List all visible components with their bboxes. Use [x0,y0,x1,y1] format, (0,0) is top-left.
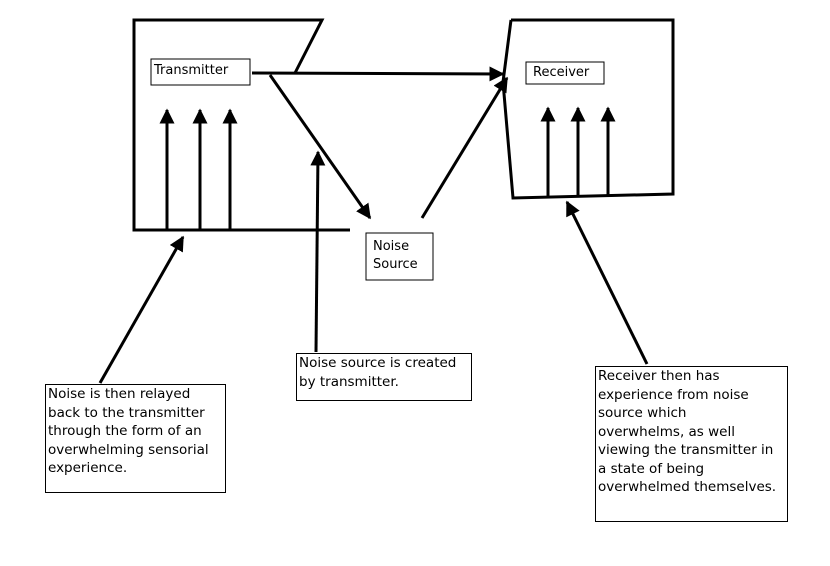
receiver-label: Receiver [533,65,590,80]
created-note-arrow [310,150,326,353]
transmitter-label: Transmitter [154,63,229,78]
receiver-note: Receiver then has experience from noise … [595,366,788,522]
transmitter-to-noise-arrow [268,74,372,220]
transmitter-label-box [150,58,251,86]
noise-source-label: Noise Source [373,239,418,272]
relay-note: Noise is then relayed back to the transm… [45,384,226,493]
transmitter-to-receiver-arrow [251,66,505,82]
transmitter-frame [132,18,350,232]
relay-note-arrow [98,235,185,384]
receiver-label-box [525,61,605,85]
created-note: Noise source is created by transmitter. [296,353,472,401]
receiver-frame [501,18,675,200]
noise-to-receiver-arrow [420,76,509,219]
noise-source-box [365,232,434,281]
receiver-note-arrow [565,200,649,365]
